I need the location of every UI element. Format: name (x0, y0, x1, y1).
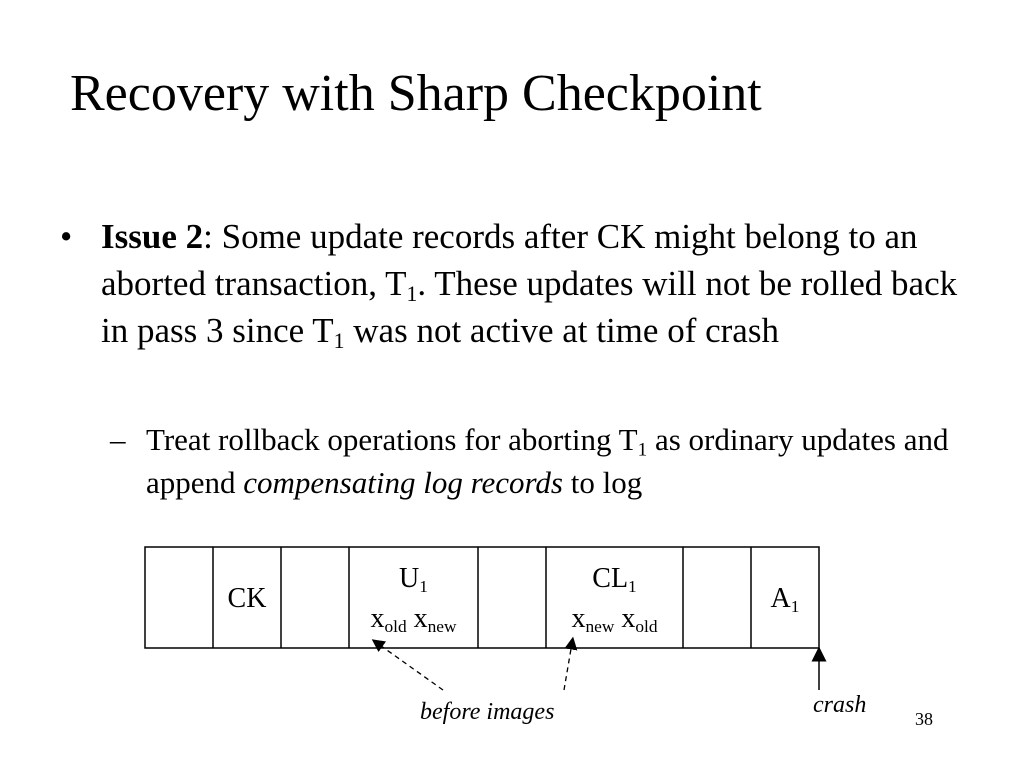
bullet-subscript-2: 1 (333, 329, 345, 354)
update-record-values: xold xnew (370, 603, 457, 636)
bullet-subscript-1: 1 (406, 282, 418, 307)
compensating-record-values: xnew xold (571, 603, 658, 636)
subbullet-text-part3: to log (563, 465, 643, 500)
subbullet-text-part1: Treat rollback operations for aborting T (146, 422, 638, 457)
issue-label: Issue 2 (101, 217, 204, 256)
update-record-label: U1 (399, 563, 428, 596)
before-image-arrow-xnew (563, 636, 578, 691)
compensating-log-record: CL1 xnew xold (546, 563, 683, 635)
subbullet-subscript: 1 (637, 439, 648, 461)
before-images-label: before images (420, 699, 555, 725)
before-image-arrow-xold (371, 639, 444, 691)
subbullet-text-part2: as ordinary updates and append (146, 422, 949, 500)
compensating-log-records-emphasis: compensating log records (243, 465, 563, 500)
crash-label: crash (813, 692, 867, 718)
checkpoint-record: CK (227, 583, 267, 614)
update-record: U1 xold xnew (349, 563, 478, 635)
subbullet-marker: – (110, 422, 126, 457)
slide-title: Recovery with Sharp Checkpoint (70, 65, 762, 122)
bullet-text-part3: was not active at time of crash (344, 311, 779, 350)
log-record-strip (144, 546, 820, 649)
subbullet-rollback: – Treat rollback operations for aborting… (110, 418, 990, 504)
bullet-marker: • (60, 217, 73, 256)
subbullet-text: Treat rollback operations for aborting T… (146, 418, 990, 504)
abort-record: A1 (770, 583, 800, 616)
bullet-issue-2: • Issue 2: Some update records after CK … (60, 213, 960, 354)
bullet-text: Issue 2: Some update records after CK mi… (101, 213, 960, 354)
bullet-text-part1: : Some update records after CK might bel… (101, 217, 918, 303)
page-number: 38 (915, 709, 933, 729)
compensating-record-label: CL1 (592, 563, 637, 596)
bullet-text-part2: . These updates will not be rolled back … (101, 264, 958, 350)
